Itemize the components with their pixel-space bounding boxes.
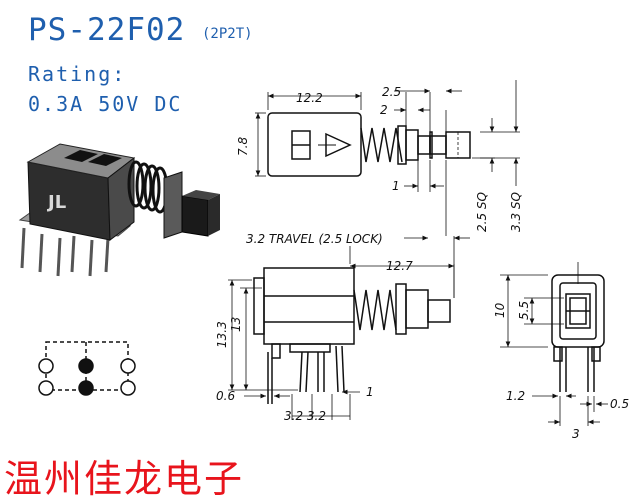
rating-label: Rating: [28, 62, 127, 86]
dim-top-pin-spacing: 1 [392, 179, 400, 193]
dim-end-height: 10 [493, 302, 507, 318]
dim-top-width: 12.2 [296, 91, 323, 105]
dim-top-square-small: 2.5 SQ [475, 192, 489, 232]
dim-side-total-height: 13.3 [215, 321, 229, 348]
dim-top-height: 7.8 [236, 137, 250, 156]
contact-schematic [38, 341, 136, 396]
dim-travel: 3.2 TRAVEL (2.5 LOCK) [246, 232, 383, 246]
company-name: 温州佳龙电子 [4, 457, 245, 501]
end-view-drawing [500, 262, 608, 426]
dim-side-length: 12.7 [386, 259, 413, 273]
dim-pin-pitch: 3.2 3.2 [284, 409, 326, 423]
dim-end-right-offset: 0.5 [610, 397, 629, 411]
technical-drawing: JL [18, 80, 629, 441]
dim-end-left-offset: 1.2 [506, 389, 525, 403]
rating-value: 0.3A 50V DC [28, 92, 183, 116]
dim-side-body-height: 13 [229, 317, 243, 332]
dim-end-pitch: 3 [572, 427, 580, 441]
pole-configuration: (2P2T) [202, 26, 253, 42]
dim-top-square-large: 3.3 SQ [509, 192, 523, 232]
dim-pin-thickness: 0.6 [216, 389, 235, 403]
dim-top-offset-a: 2.5 [382, 85, 401, 99]
model-number: PS-22F02 [28, 12, 186, 48]
logo-mark: JL [46, 192, 66, 213]
product-photo: JL [18, 143, 220, 277]
dim-pin-offset: 1 [366, 385, 374, 399]
dim-end-inner-height: 5.5 [517, 301, 531, 320]
top-view-drawing [255, 80, 520, 236]
side-view-drawing [228, 235, 470, 420]
dim-top-offset-b: 2 [380, 103, 388, 117]
